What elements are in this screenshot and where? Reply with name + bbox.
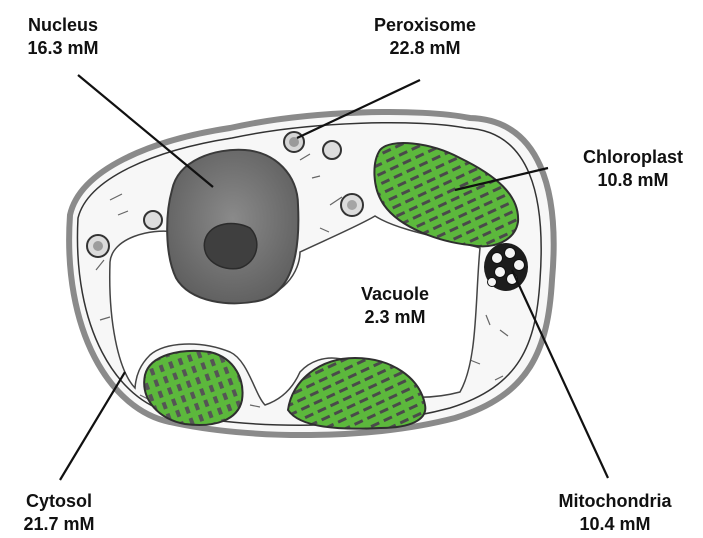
vacuole-name: Vacuole	[340, 283, 450, 306]
cytosol-value: 21.7 mM	[4, 513, 114, 536]
vacuole-label: Vacuole 2.3 mM	[340, 283, 450, 329]
mitochondria-label: Mitochondria 10.4 mM	[540, 490, 690, 536]
peroxisome-name: Peroxisome	[360, 14, 490, 37]
peroxisome-label: Peroxisome 22.8 mM	[360, 14, 490, 60]
cytosol-label: Cytosol 21.7 mM	[4, 490, 114, 536]
chloroplast-value: 10.8 mM	[568, 169, 698, 192]
chloroplast-label: Chloroplast 10.8 mM	[568, 146, 698, 192]
chloroplast-name: Chloroplast	[568, 146, 698, 169]
nucleolus	[204, 224, 257, 269]
peroxisome-value: 22.8 mM	[360, 37, 490, 60]
nucleus-name: Nucleus	[8, 14, 118, 37]
leader-cytosol	[60, 372, 125, 480]
mitochondria-cluster	[484, 243, 528, 291]
nucleus-value: 16.3 mM	[8, 37, 118, 60]
nucleus-label: Nucleus 16.3 mM	[8, 14, 118, 60]
cytosol-name: Cytosol	[4, 490, 114, 513]
mitochondria-name: Mitochondria	[540, 490, 690, 513]
vacuole-value: 2.3 mM	[340, 306, 450, 329]
mitochondria-value: 10.4 mM	[540, 513, 690, 536]
